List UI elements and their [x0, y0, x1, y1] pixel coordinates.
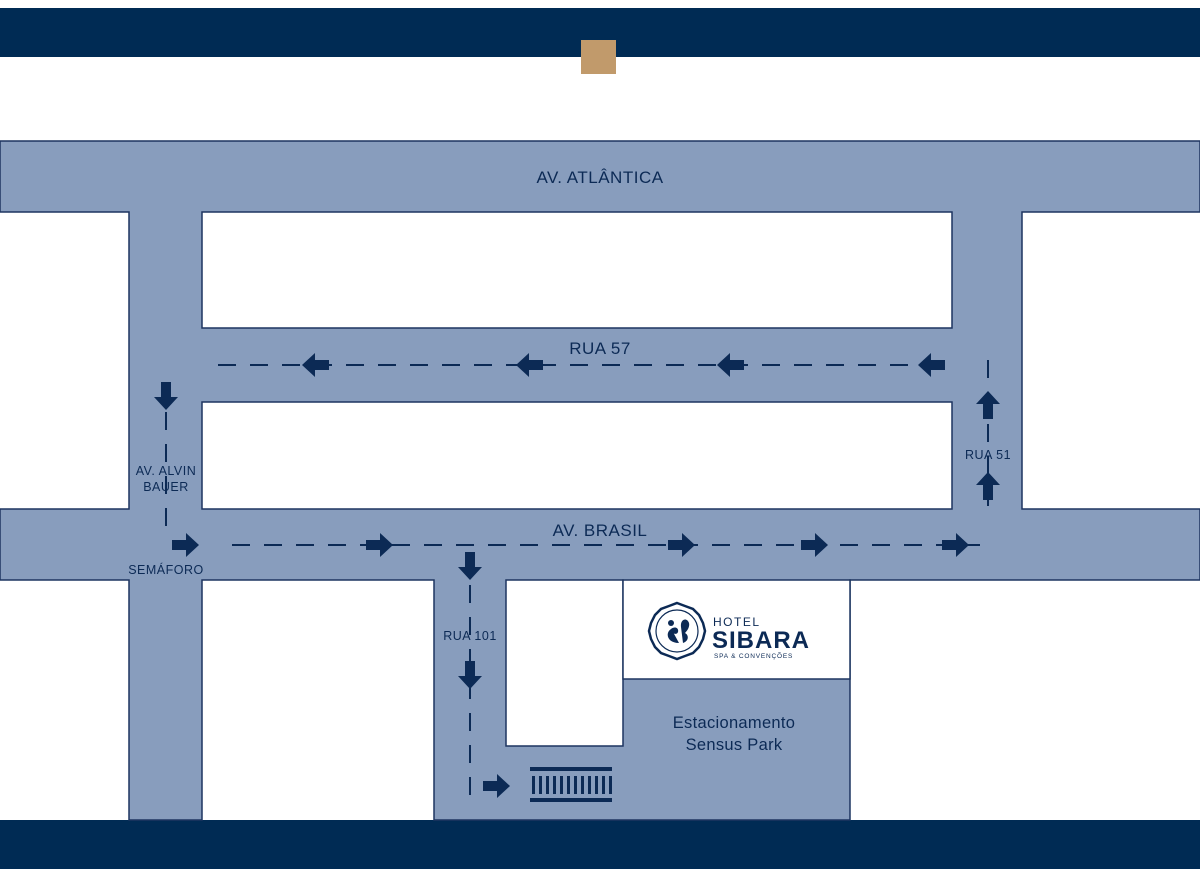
direction-arrow-icon — [668, 533, 695, 557]
direction-arrow-icon — [458, 552, 482, 580]
hotel-box — [622, 579, 851, 680]
label-av-alvin-line1: AV. ALVIN — [136, 464, 197, 478]
direction-arrow-icon — [458, 661, 482, 689]
direction-arrow-icon — [483, 774, 510, 798]
direction-arrow-icon — [154, 382, 178, 410]
direction-arrow-icon — [717, 353, 744, 377]
squirrel-emblem-icon — [647, 601, 707, 661]
label-av-atlantica: AV. ATLÂNTICA — [536, 168, 663, 187]
road-network — [0, 140, 1200, 821]
hotel-name-line2: SIBARA — [712, 627, 810, 654]
parking-label-line1: Estacionamento — [673, 714, 796, 732]
label-av-brasil: AV. BRASIL — [553, 521, 648, 540]
label-rua-57: RUA 57 — [569, 339, 631, 358]
direction-arrow-icon — [366, 533, 393, 557]
label-rua-51: RUA 51 — [965, 448, 1011, 462]
direction-arrow-icon — [172, 533, 199, 557]
direction-arrow-icon — [801, 533, 828, 557]
direction-arrow-icon — [942, 533, 969, 557]
direction-arrow-icon — [976, 391, 1000, 419]
bottom-band — [0, 820, 1200, 869]
label-av-alvin-line2: BAUER — [143, 480, 189, 494]
direction-arrow-icon — [516, 353, 543, 377]
direction-arrow-icon — [918, 353, 945, 377]
label-rua-101: RUA 101 — [443, 629, 497, 643]
location-marker-icon — [581, 40, 616, 74]
parking-label-line2: Sensus Park — [686, 736, 783, 754]
direction-arrow-icon — [302, 353, 329, 377]
hotel-name-line3: SPA & CONVENÇÕES — [714, 651, 793, 660]
label-semaforo: SEMÁFORO — [128, 562, 204, 577]
crosswalk-icon — [530, 767, 612, 802]
direction-arrow-icon — [976, 472, 1000, 500]
hotel-name-line1: HOTEL — [713, 615, 761, 629]
